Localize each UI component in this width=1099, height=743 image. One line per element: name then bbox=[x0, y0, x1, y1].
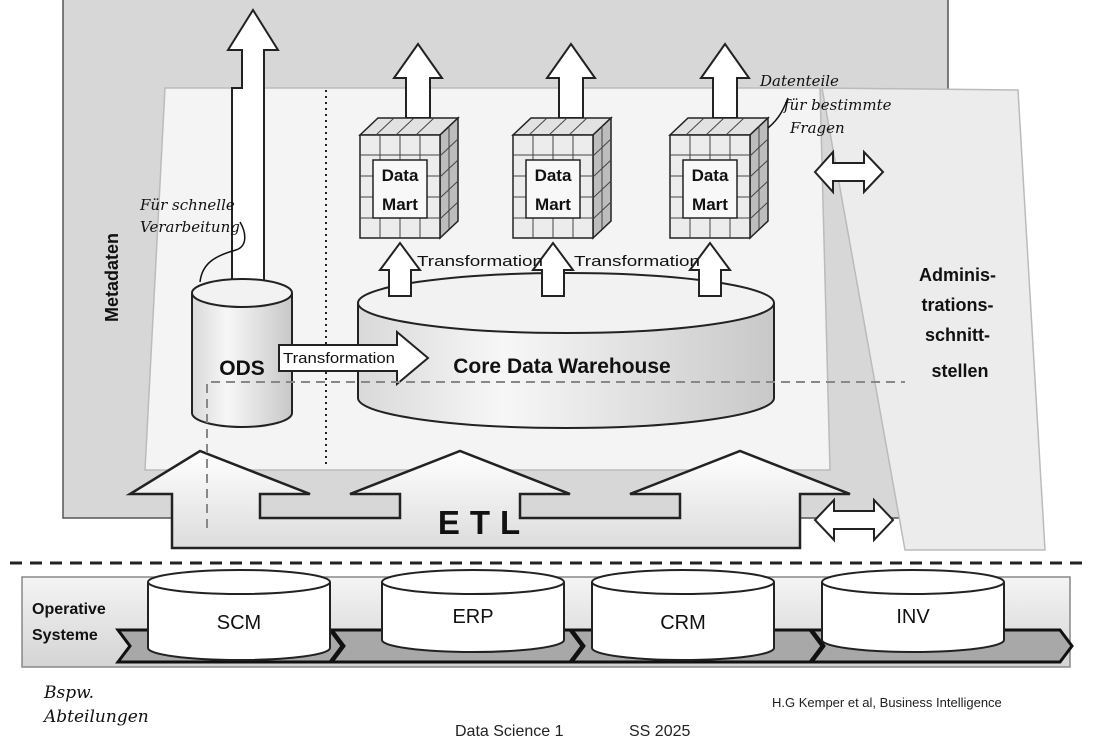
transform-arrow-3 bbox=[688, 241, 732, 297]
ods-note: Für schnelle Verarbeitung bbox=[139, 196, 246, 283]
mart3-up-arrow bbox=[699, 42, 751, 119]
transform-arrow-1 bbox=[378, 241, 422, 297]
course-label: Data Science 1 bbox=[455, 723, 564, 740]
transformation-label-2: Transformation bbox=[574, 253, 700, 270]
double-arrow-bottom bbox=[813, 497, 895, 543]
metadata-label: Metadaten bbox=[102, 233, 122, 322]
transform-arrow-2 bbox=[531, 241, 575, 297]
source-crm: CRM bbox=[591, 569, 775, 661]
svg-text:CRM: CRM bbox=[660, 612, 706, 634]
admin-panel bbox=[821, 87, 1046, 551]
source-scm: SCM bbox=[147, 569, 331, 661]
citation: H.G Kemper et al, Business Intelligence bbox=[772, 695, 1002, 710]
semester-label: SS 2025 bbox=[629, 723, 691, 740]
svg-text:SCM: SCM bbox=[217, 612, 261, 634]
core-dwh-label: Core Data Warehouse bbox=[453, 355, 670, 378]
double-arrow-top bbox=[813, 149, 885, 195]
transformation-label-1: Transformation bbox=[417, 253, 543, 270]
etl-label: ETL bbox=[438, 504, 530, 541]
ods-cylinder: ODS bbox=[191, 278, 293, 428]
source-erp: ERP bbox=[381, 569, 565, 653]
admin-label: Adminis- trations- schnitt- stellen bbox=[919, 265, 1001, 381]
source-inv: INV bbox=[821, 569, 1005, 653]
svg-text:ERP: ERP bbox=[452, 606, 493, 628]
core-dwh-cylinder: Core Data Warehouse bbox=[357, 272, 775, 429]
transformation-label-ods: Transformation bbox=[283, 350, 395, 367]
mart-note-text: Datenteile für bestimmte Fragen bbox=[759, 72, 896, 137]
etl-shape bbox=[125, 449, 851, 550]
mart1-up-arrow bbox=[392, 42, 444, 119]
mart-note: Datenteile für bestimmte Fragen bbox=[759, 72, 896, 137]
ods-label: ODS bbox=[219, 357, 265, 380]
svg-text:INV: INV bbox=[896, 606, 930, 628]
mart2-up-arrow bbox=[545, 42, 597, 119]
ods-to-core-arrow bbox=[278, 329, 430, 387]
bottom-note: Bspw. Abteilungen bbox=[42, 683, 149, 727]
dashed-boundary bbox=[206, 381, 905, 528]
ods-note-text: Für schnelle Verarbeitung bbox=[139, 196, 240, 236]
operative-label: Operative Systeme bbox=[32, 601, 110, 644]
